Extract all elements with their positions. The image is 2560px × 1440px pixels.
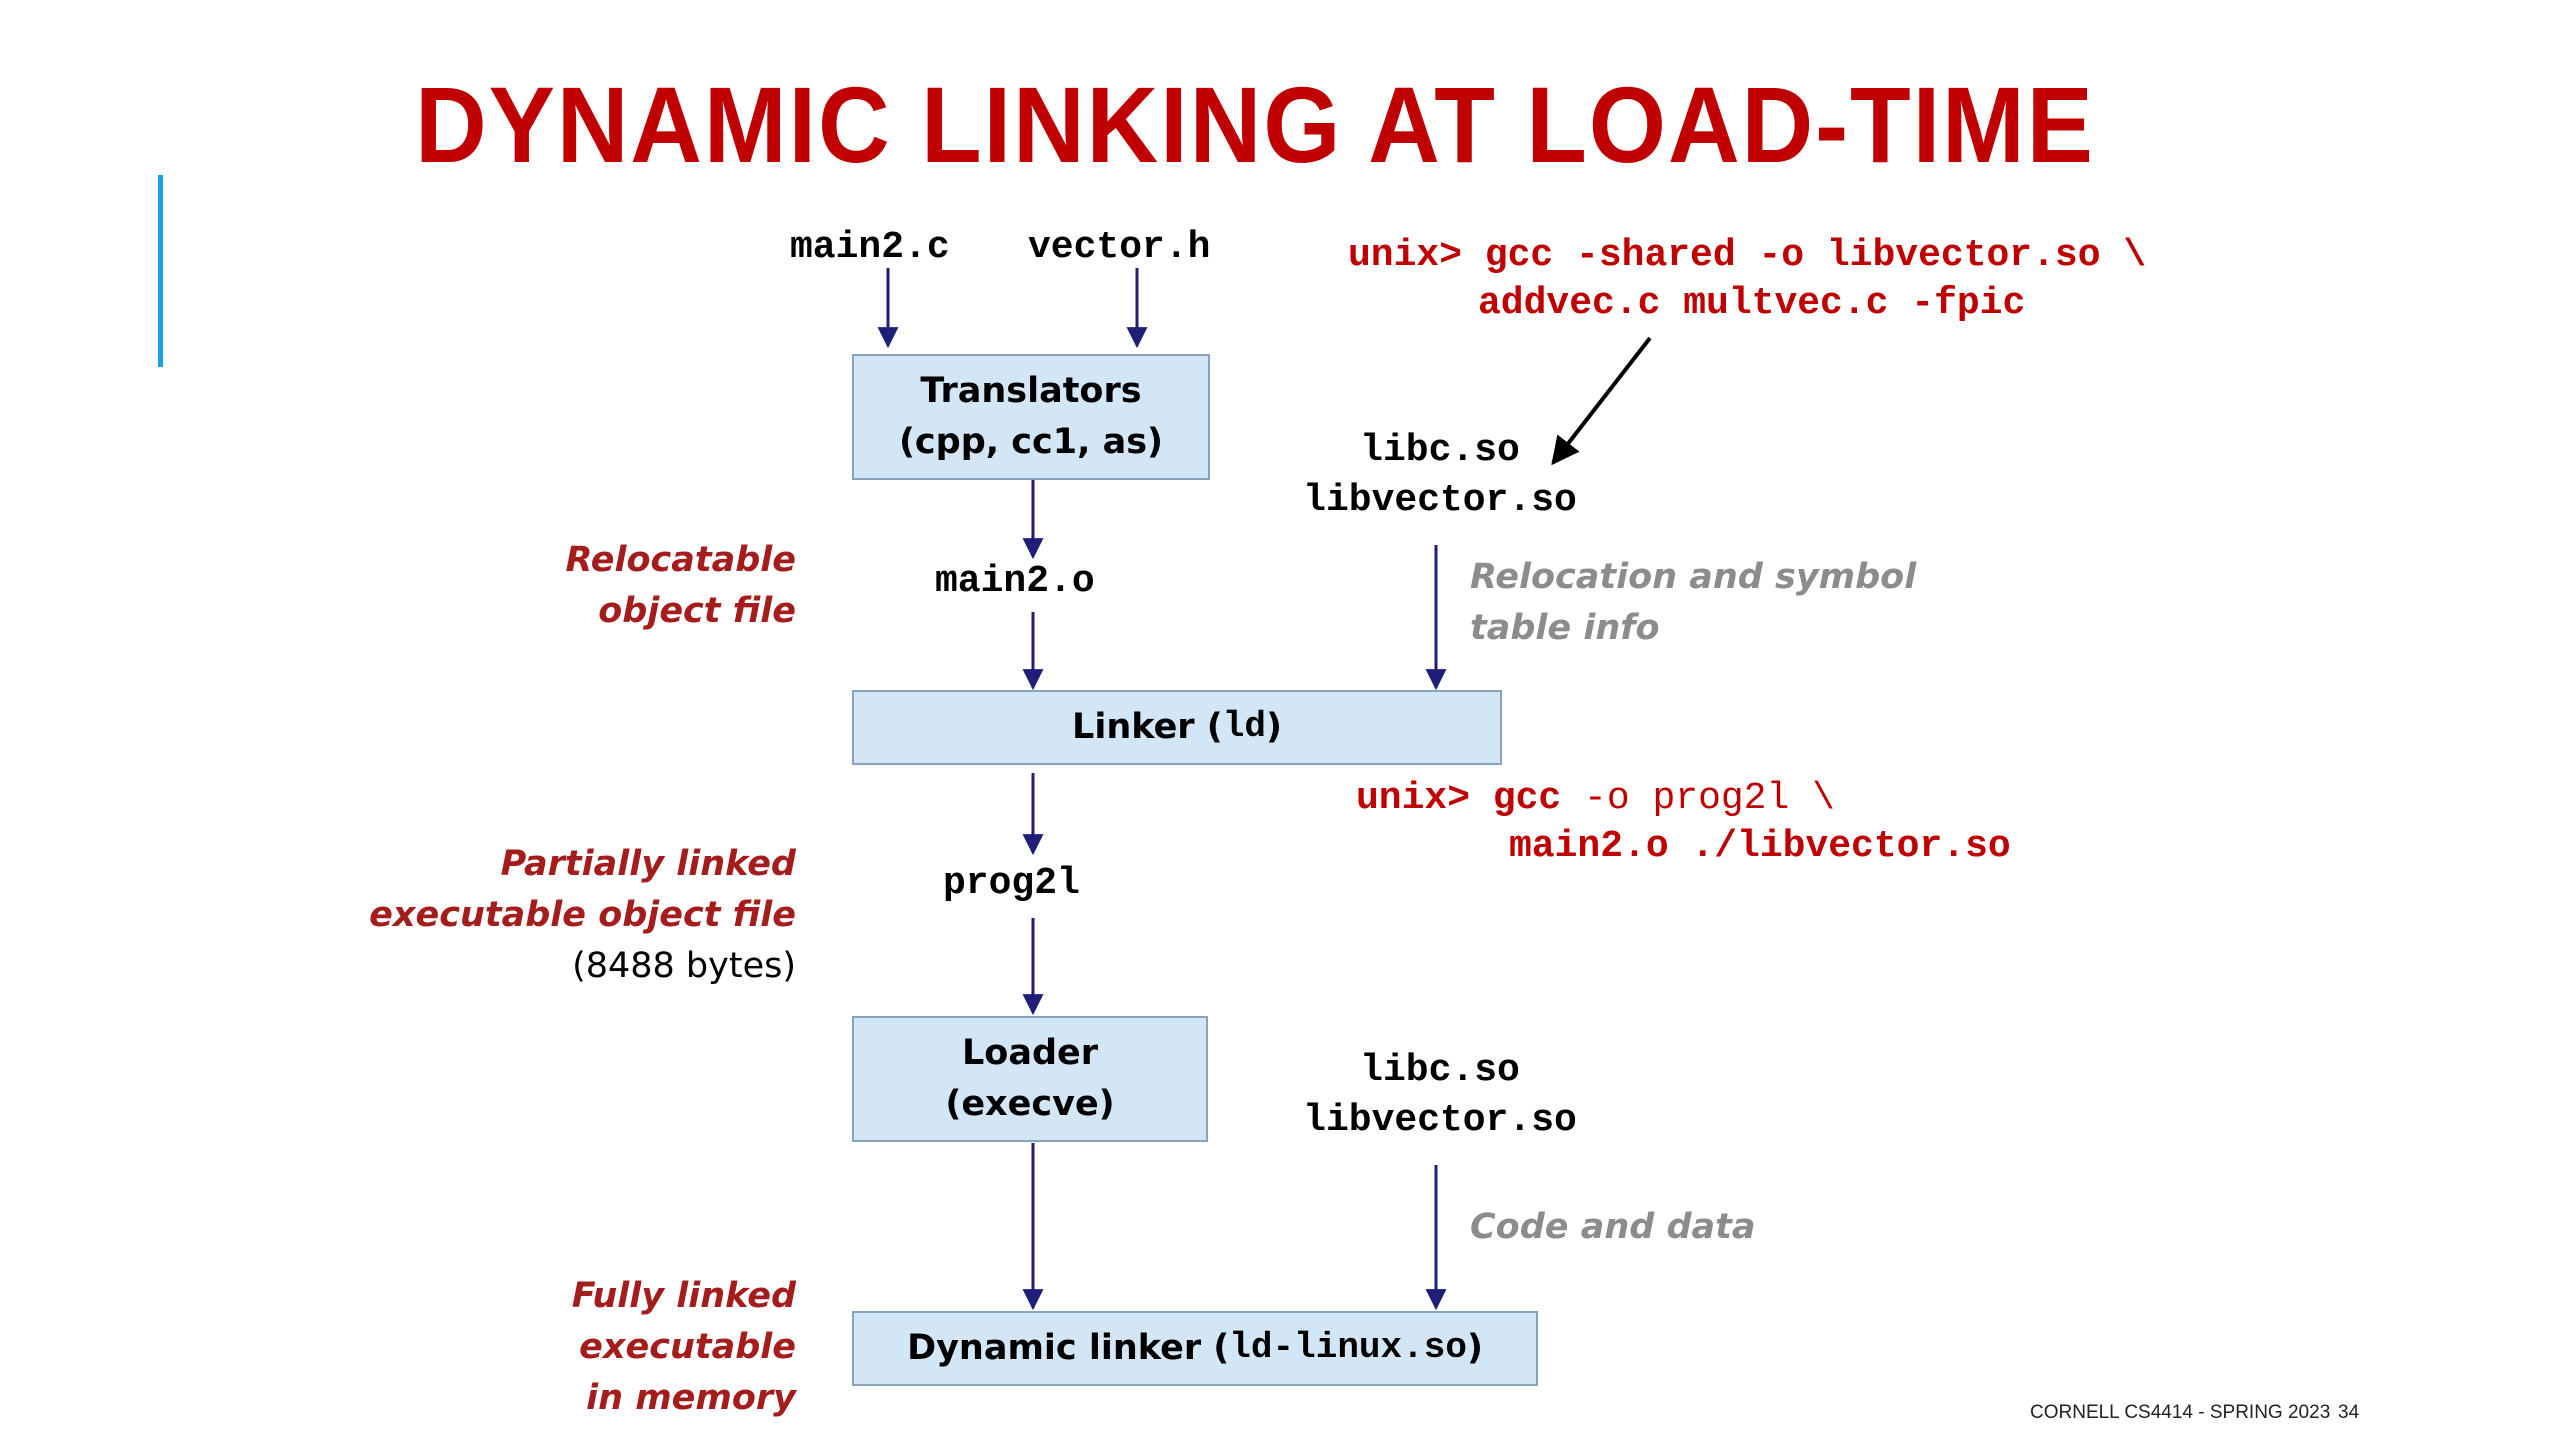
main2o-file: main2.o	[935, 560, 1095, 603]
gcc-link-command: unix> gcc -o prog2l \ main2.o ./libvecto…	[1356, 775, 2011, 871]
main2c-file: main2.c	[790, 226, 950, 269]
lib-libc-bottom: libc.so	[1360, 1049, 1520, 1092]
fully-line3: in memory	[586, 1378, 796, 1418]
linker-code: ld	[1222, 706, 1266, 748]
lib-libvector-top: libvector.so	[1303, 479, 1577, 522]
lib-libc-top: libc.so	[1360, 429, 1520, 472]
gcc-link-line2: main2.o ./libvector.so	[1509, 825, 2011, 868]
prog2l-file: prog2l	[943, 862, 1080, 905]
linker-box: Linker (ld)	[852, 690, 1502, 765]
relocation-line2: table info	[1470, 608, 1660, 648]
fully-line1: Fully linked	[571, 1276, 796, 1316]
dynlinker-suffix: )	[1466, 1328, 1483, 1369]
arrow-gcc-shared-libs	[1551, 336, 1652, 466]
libs-top: libc.so libvector.so	[1280, 426, 1600, 526]
loader-subtitle: (execve)	[945, 1084, 1115, 1124]
partially-size: (8488 bytes)	[572, 946, 796, 986]
lib-libvector-bottom: libvector.so	[1303, 1099, 1577, 1142]
fully-linked-label: Fully linked executable in memory	[572, 1271, 796, 1424]
relocatable-line2: object file	[598, 591, 796, 631]
accent-bar	[158, 175, 163, 367]
translators-subtitle: (cpp, cc1, as)	[898, 422, 1164, 462]
linker-suffix: )	[1265, 707, 1282, 748]
libs-bottom: libc.so libvector.so	[1280, 1046, 1600, 1146]
gcc-link-line1-bold: unix> gcc	[1356, 777, 1585, 820]
fully-line2: executable	[579, 1327, 796, 1367]
relocatable-line1: Relocatable	[565, 540, 797, 580]
dynamic-linker-box: Dynamic linker (ld-linux.so)	[852, 1311, 1538, 1386]
gcc-link-line1-thin: -o prog2l \	[1584, 777, 1835, 820]
vectorh-file: vector.h	[1028, 226, 1211, 269]
page-title: DYNAMIC LINKING AT LOAD-TIME	[415, 64, 2095, 185]
relocation-line1: Relocation and symbol	[1470, 557, 1917, 597]
footer-course: CORNELL CS4414 - SPRING 2023	[2030, 1402, 2331, 1423]
loader-box: Loader (execve)	[852, 1016, 1208, 1142]
relocation-info-label: Relocation and symbol table info	[1470, 552, 1916, 654]
translators-box: Translators (cpp, cc1, as)	[852, 354, 1210, 480]
relocatable-label: Relocatable object file	[566, 535, 797, 637]
code-data-label: Code and data	[1470, 1207, 1756, 1247]
gcc-shared-command: unix> gcc -shared -o libvector.so \ addv…	[1348, 232, 2146, 328]
loader-title: Loader	[961, 1033, 1099, 1074]
linker-prefix: Linker (	[1072, 707, 1223, 748]
dynlinker-prefix: Dynamic linker (	[907, 1328, 1230, 1369]
gcc-shared-line2: addvec.c multvec.c -fpic	[1478, 282, 2026, 325]
partially-line1: Partially linked	[500, 844, 796, 884]
translators-title: Translators	[920, 371, 1142, 412]
gcc-shared-line1: unix> gcc -shared -o libvector.so \	[1348, 234, 2147, 277]
page-number: 34	[2338, 1402, 2360, 1423]
partially-line2: executable object file	[369, 895, 796, 935]
dynlinker-code: ld-linux.so	[1229, 1327, 1467, 1369]
partially-linked-label: Partially linked executable object file …	[369, 839, 796, 992]
